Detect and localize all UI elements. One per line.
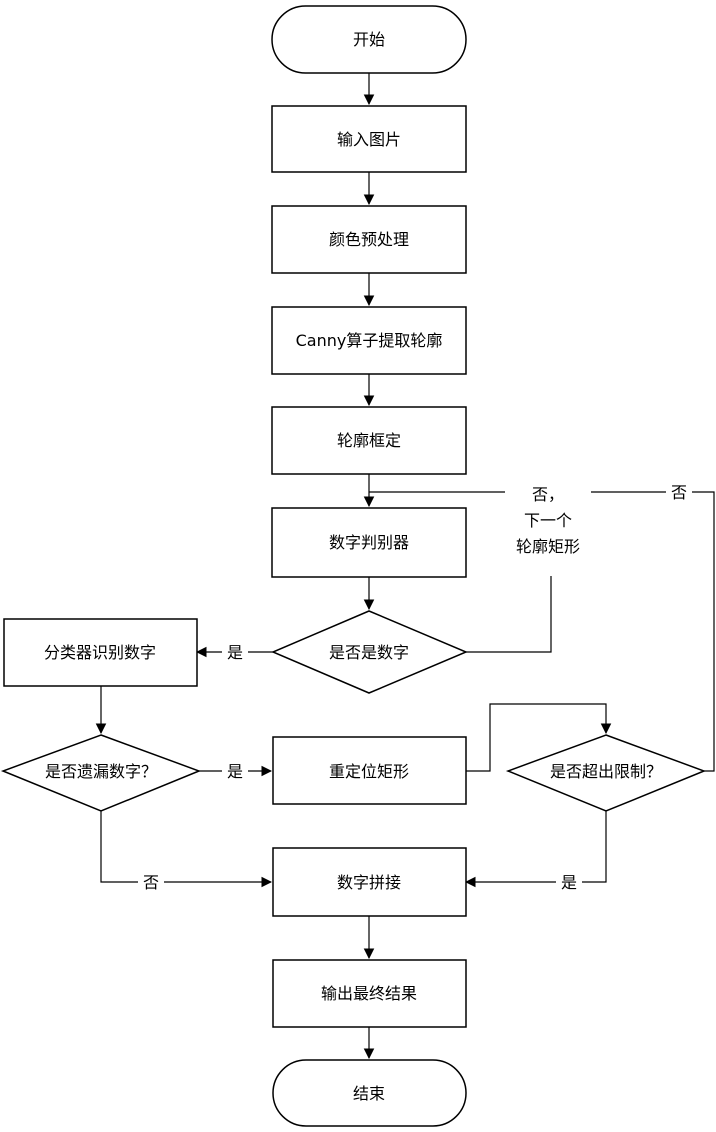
label-missed-yes: 是 xyxy=(227,762,243,781)
edge-missed-no-to-concat xyxy=(101,811,271,882)
exceed-limit-label: 是否超出限制？ xyxy=(550,762,662,781)
digit-concat-label: 数字拼接 xyxy=(337,873,401,892)
label-limit-no: 否 xyxy=(671,483,687,502)
start-label: 开始 xyxy=(353,30,385,49)
canny-label: Canny算子提取轮廓 xyxy=(296,331,443,350)
output-result-label: 输出最终结果 xyxy=(321,984,417,1003)
label-isdigit-no-line1: 否， xyxy=(532,485,564,504)
is-digit-label: 是否是数字 xyxy=(329,643,409,662)
contour-box-label: 轮廓框定 xyxy=(337,431,401,450)
nodes: 开始 输入图片 颜色预处理 Canny算子提取轮廓 轮廓框定 数字判别器 是否是… xyxy=(3,6,704,1126)
label-isdigit-no-line3: 轮廓矩形 xyxy=(516,537,580,556)
relocate-rect-label: 重定位矩形 xyxy=(329,762,409,781)
color-preprocess-label: 颜色预处理 xyxy=(329,230,409,249)
label-isdigit-yes: 是 xyxy=(227,643,243,662)
missed-digit-label: 是否遗漏数字？ xyxy=(45,762,157,781)
digit-discriminator-label: 数字判别器 xyxy=(329,533,409,552)
end-label: 结束 xyxy=(353,1084,385,1103)
edge-limit-yes-to-concat xyxy=(466,811,606,882)
label-limit-yes: 是 xyxy=(561,873,577,892)
classifier-label: 分类器识别数字 xyxy=(44,643,156,662)
label-missed-no: 否 xyxy=(143,873,159,892)
label-isdigit-no-line2: 下一个 xyxy=(524,511,572,530)
input-image-label: 输入图片 xyxy=(337,130,401,149)
